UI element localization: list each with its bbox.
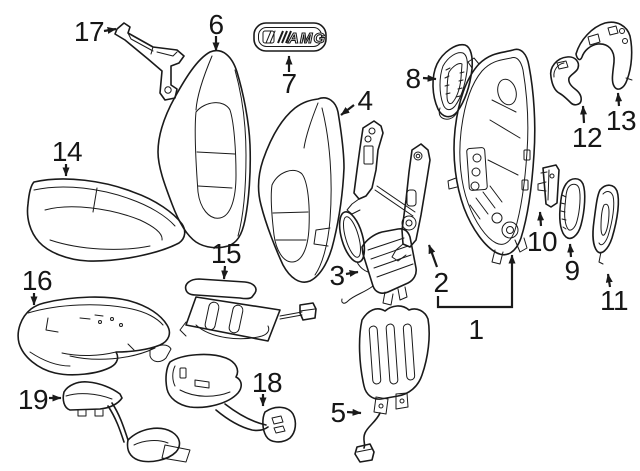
callout-label-17[interactable]: 17 bbox=[74, 16, 105, 47]
callout-arrow-15 bbox=[221, 265, 229, 280]
part-3-wire bbox=[341, 285, 374, 304]
part-10-mounting-bracket-drawing bbox=[537, 164, 560, 208]
part-9-trim-strip-drawing bbox=[558, 177, 586, 240]
callout-label-14[interactable]: 14 bbox=[52, 136, 83, 167]
callout-arrow-3 bbox=[345, 269, 359, 277]
part-19-trim-cap-drawing bbox=[62, 381, 191, 463]
callout-arrow-13 bbox=[615, 92, 623, 107]
callout-arrow-17 bbox=[103, 26, 117, 34]
callout-label-1[interactable]: 1 bbox=[468, 314, 484, 345]
callout-label-16[interactable]: 16 bbox=[22, 265, 53, 296]
callout-label-18[interactable]: 18 bbox=[252, 367, 283, 398]
callout-label-11[interactable]: 11 bbox=[600, 285, 629, 316]
callout-label-4[interactable]: 4 bbox=[357, 85, 373, 116]
callout-arrow-11 bbox=[605, 273, 613, 288]
callout-label-12[interactable]: 12 bbox=[572, 122, 603, 153]
part-13-side-band-drawing bbox=[575, 21, 633, 90]
callout-label-2[interactable]: 2 bbox=[433, 267, 449, 298]
callout-arrow-4 bbox=[340, 104, 355, 116]
callout-label-8[interactable]: 8 bbox=[405, 63, 421, 94]
part-19-strap bbox=[107, 402, 129, 443]
callout-label-5[interactable]: 5 bbox=[330, 397, 346, 428]
callout-arrow-5 bbox=[346, 408, 362, 416]
part-17-bracket-drawing bbox=[114, 22, 185, 101]
callout-arrows bbox=[30, 26, 623, 416]
part-5-connector bbox=[354, 443, 375, 463]
part-16-cushion-foam-drawing bbox=[17, 296, 172, 376]
part-1-seat-back-frame-drawing bbox=[447, 48, 536, 265]
part-14-seat-cushion-drawing bbox=[26, 178, 186, 262]
callout-label-10[interactable]: 10 bbox=[527, 226, 558, 257]
callout-labels: 1 2 3 4 5 6 7 8 9 10 11 12 13 14 15 16 1… bbox=[18, 9, 637, 428]
callout-arrow-8 bbox=[422, 74, 437, 82]
badge-emblem-hatch bbox=[265, 30, 276, 44]
callout-arrow-10 bbox=[537, 211, 545, 227]
callout-label-3[interactable]: 3 bbox=[329, 260, 345, 291]
part-15-seat-pan-drawing bbox=[179, 278, 317, 342]
callout-label-15[interactable]: 15 bbox=[211, 238, 242, 269]
part-5-wire bbox=[363, 412, 381, 449]
callout-label-6[interactable]: 6 bbox=[208, 9, 224, 40]
callout-label-7[interactable]: 7 bbox=[281, 68, 297, 99]
triple-slash-icon bbox=[277, 30, 292, 44]
callout-label-19[interactable]: 19 bbox=[18, 384, 49, 415]
part-18-trim-panel-drawing bbox=[165, 353, 297, 443]
part-16-flap-detail bbox=[149, 344, 172, 363]
callout-arrow-2 bbox=[427, 244, 439, 268]
part-11-trim-strip-drawing bbox=[592, 184, 620, 265]
callout-label-13[interactable]: 13 bbox=[606, 105, 637, 136]
callout-arrow-12 bbox=[580, 105, 587, 124]
part-5-back-panel-drawing bbox=[354, 305, 430, 463]
part-2-recliner-rails-drawing bbox=[346, 120, 431, 262]
callout-arrow-1 bbox=[436, 254, 516, 309]
part-12-hook-bracket-drawing bbox=[549, 56, 582, 106]
part-4-seat-back-cushion-drawing bbox=[257, 97, 345, 283]
part-3-lumbar-mat-drawing bbox=[338, 211, 417, 306]
part-8-side-shield-drawing bbox=[432, 43, 474, 120]
part-7-amg-badge-drawing: AMG bbox=[253, 22, 327, 52]
badge-emblem-box bbox=[262, 30, 275, 44]
callout-arrow-9 bbox=[567, 243, 575, 258]
part-6-seat-back-cushion-drawing bbox=[157, 49, 252, 249]
callout-label-9[interactable]: 9 bbox=[564, 255, 580, 286]
amg-badge-text: AMG bbox=[287, 30, 326, 47]
